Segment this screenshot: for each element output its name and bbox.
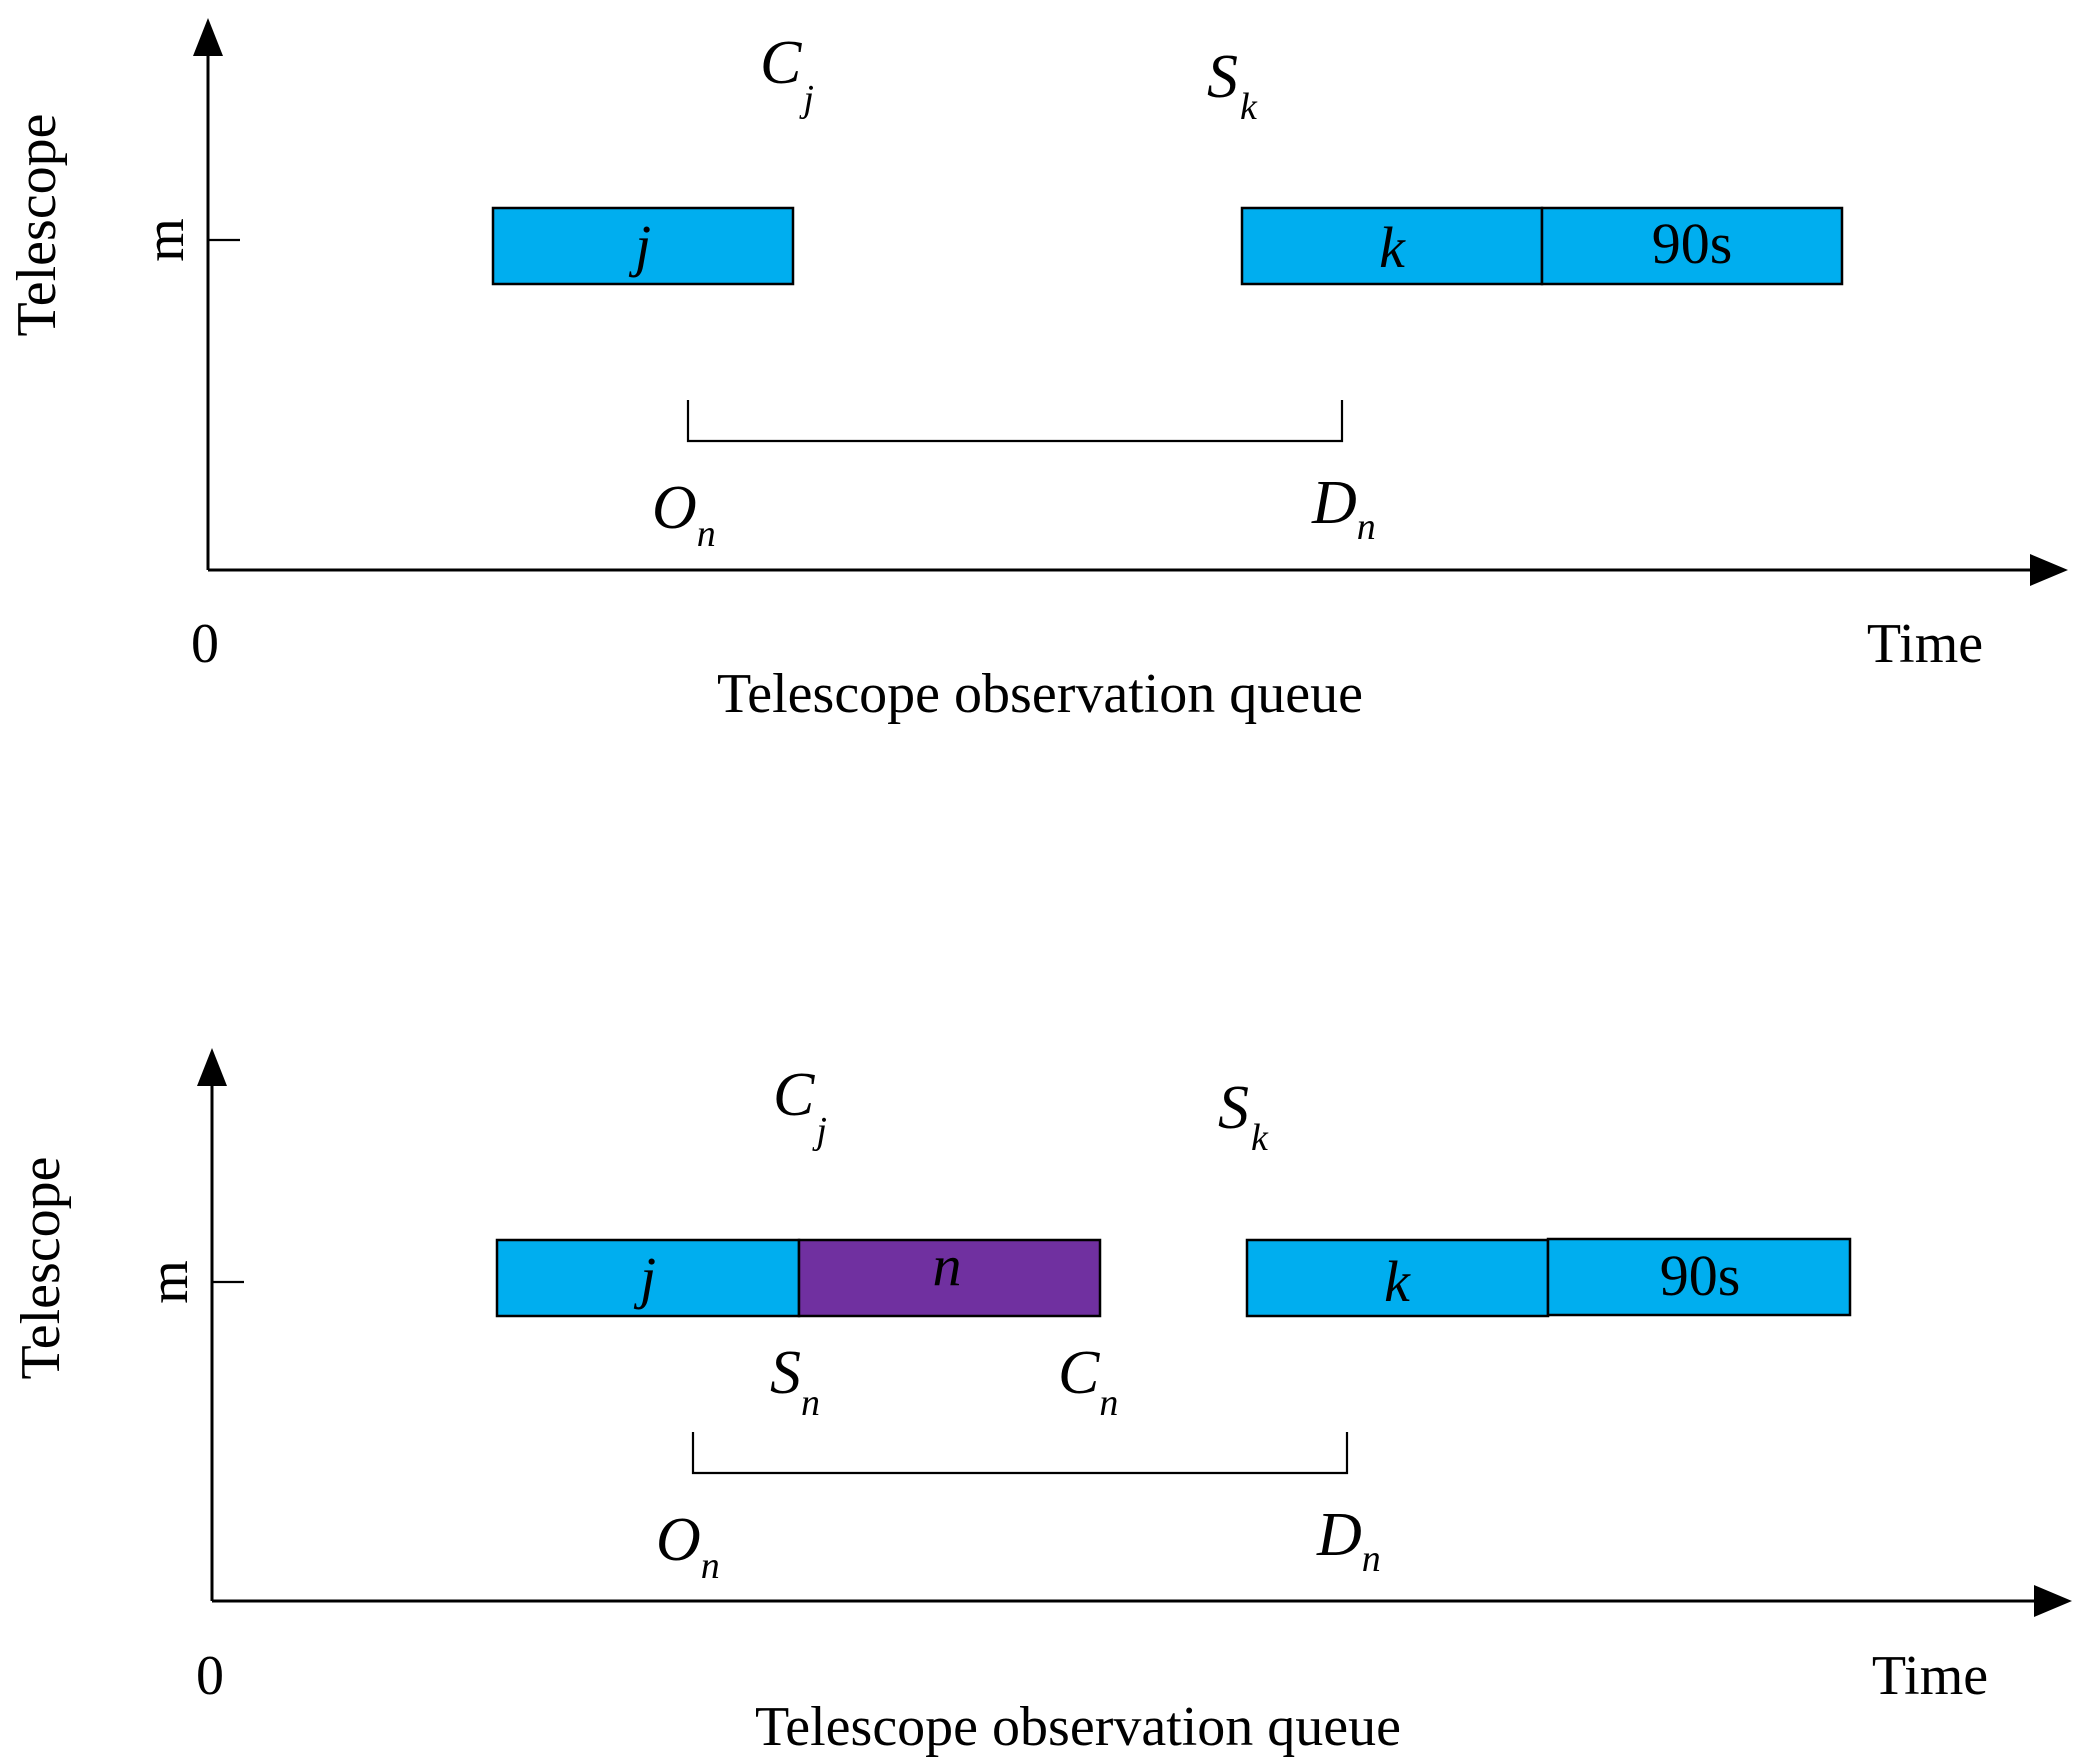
- panel-bottom: m Telescope 0 Time Telescope observation…: [10, 1048, 2072, 1758]
- x-axis-title: Time: [1872, 1645, 1988, 1707]
- x-origin-label: 0: [196, 1645, 224, 1707]
- block-90s: [1546, 1237, 1852, 1317]
- time-window-bracket: [691, 1432, 1349, 1475]
- window-end-label: Dn: [1316, 1501, 1381, 1580]
- window-end-label: Dn: [1311, 469, 1376, 548]
- y-tick-label: m: [138, 1260, 200, 1304]
- block-n: [797, 1238, 1102, 1318]
- y-axis-arrowhead: [193, 18, 223, 56]
- x-axis-arrowhead: [2034, 1585, 2072, 1617]
- marker-sk: Sk: [1218, 1074, 1269, 1159]
- block-90s-label: 90s: [1660, 1243, 1741, 1308]
- block-k-label: k: [1384, 1249, 1411, 1314]
- x-axis-arrowhead: [2030, 554, 2068, 586]
- y-tick-label: m: [134, 218, 196, 262]
- window-start-label: On: [652, 474, 716, 555]
- block-k: [1245, 1238, 1550, 1318]
- block-90s-label: 90s: [1652, 211, 1733, 276]
- complete-n-label: Cn: [1058, 1339, 1118, 1424]
- y-axis-arrowhead: [197, 1048, 227, 1086]
- time-window-bracket: [686, 400, 1344, 443]
- panel-top: m Telescope 0 Time Telescope observation…: [6, 18, 2068, 725]
- block-90s: [1540, 206, 1844, 286]
- x-axis-title: Time: [1867, 613, 1983, 675]
- marker-sk: Sk: [1207, 43, 1258, 128]
- window-start-label: On: [656, 1506, 720, 1587]
- block-n-label: n: [933, 1233, 962, 1298]
- panel-caption: Telescope observation queue: [755, 1696, 1401, 1758]
- y-axis-title: Telescope: [10, 1156, 72, 1379]
- block-j: [495, 1238, 801, 1318]
- panel-caption: Telescope observation queue: [717, 663, 1363, 725]
- block-j: [491, 206, 795, 286]
- marker-cj: Cj: [760, 29, 814, 120]
- x-origin-label: 0: [191, 613, 219, 675]
- marker-cj: Cj: [773, 1061, 827, 1152]
- y-axis-title: Telescope: [6, 113, 68, 336]
- block-k-label: k: [1379, 215, 1406, 280]
- start-n-label: Sn: [770, 1339, 820, 1424]
